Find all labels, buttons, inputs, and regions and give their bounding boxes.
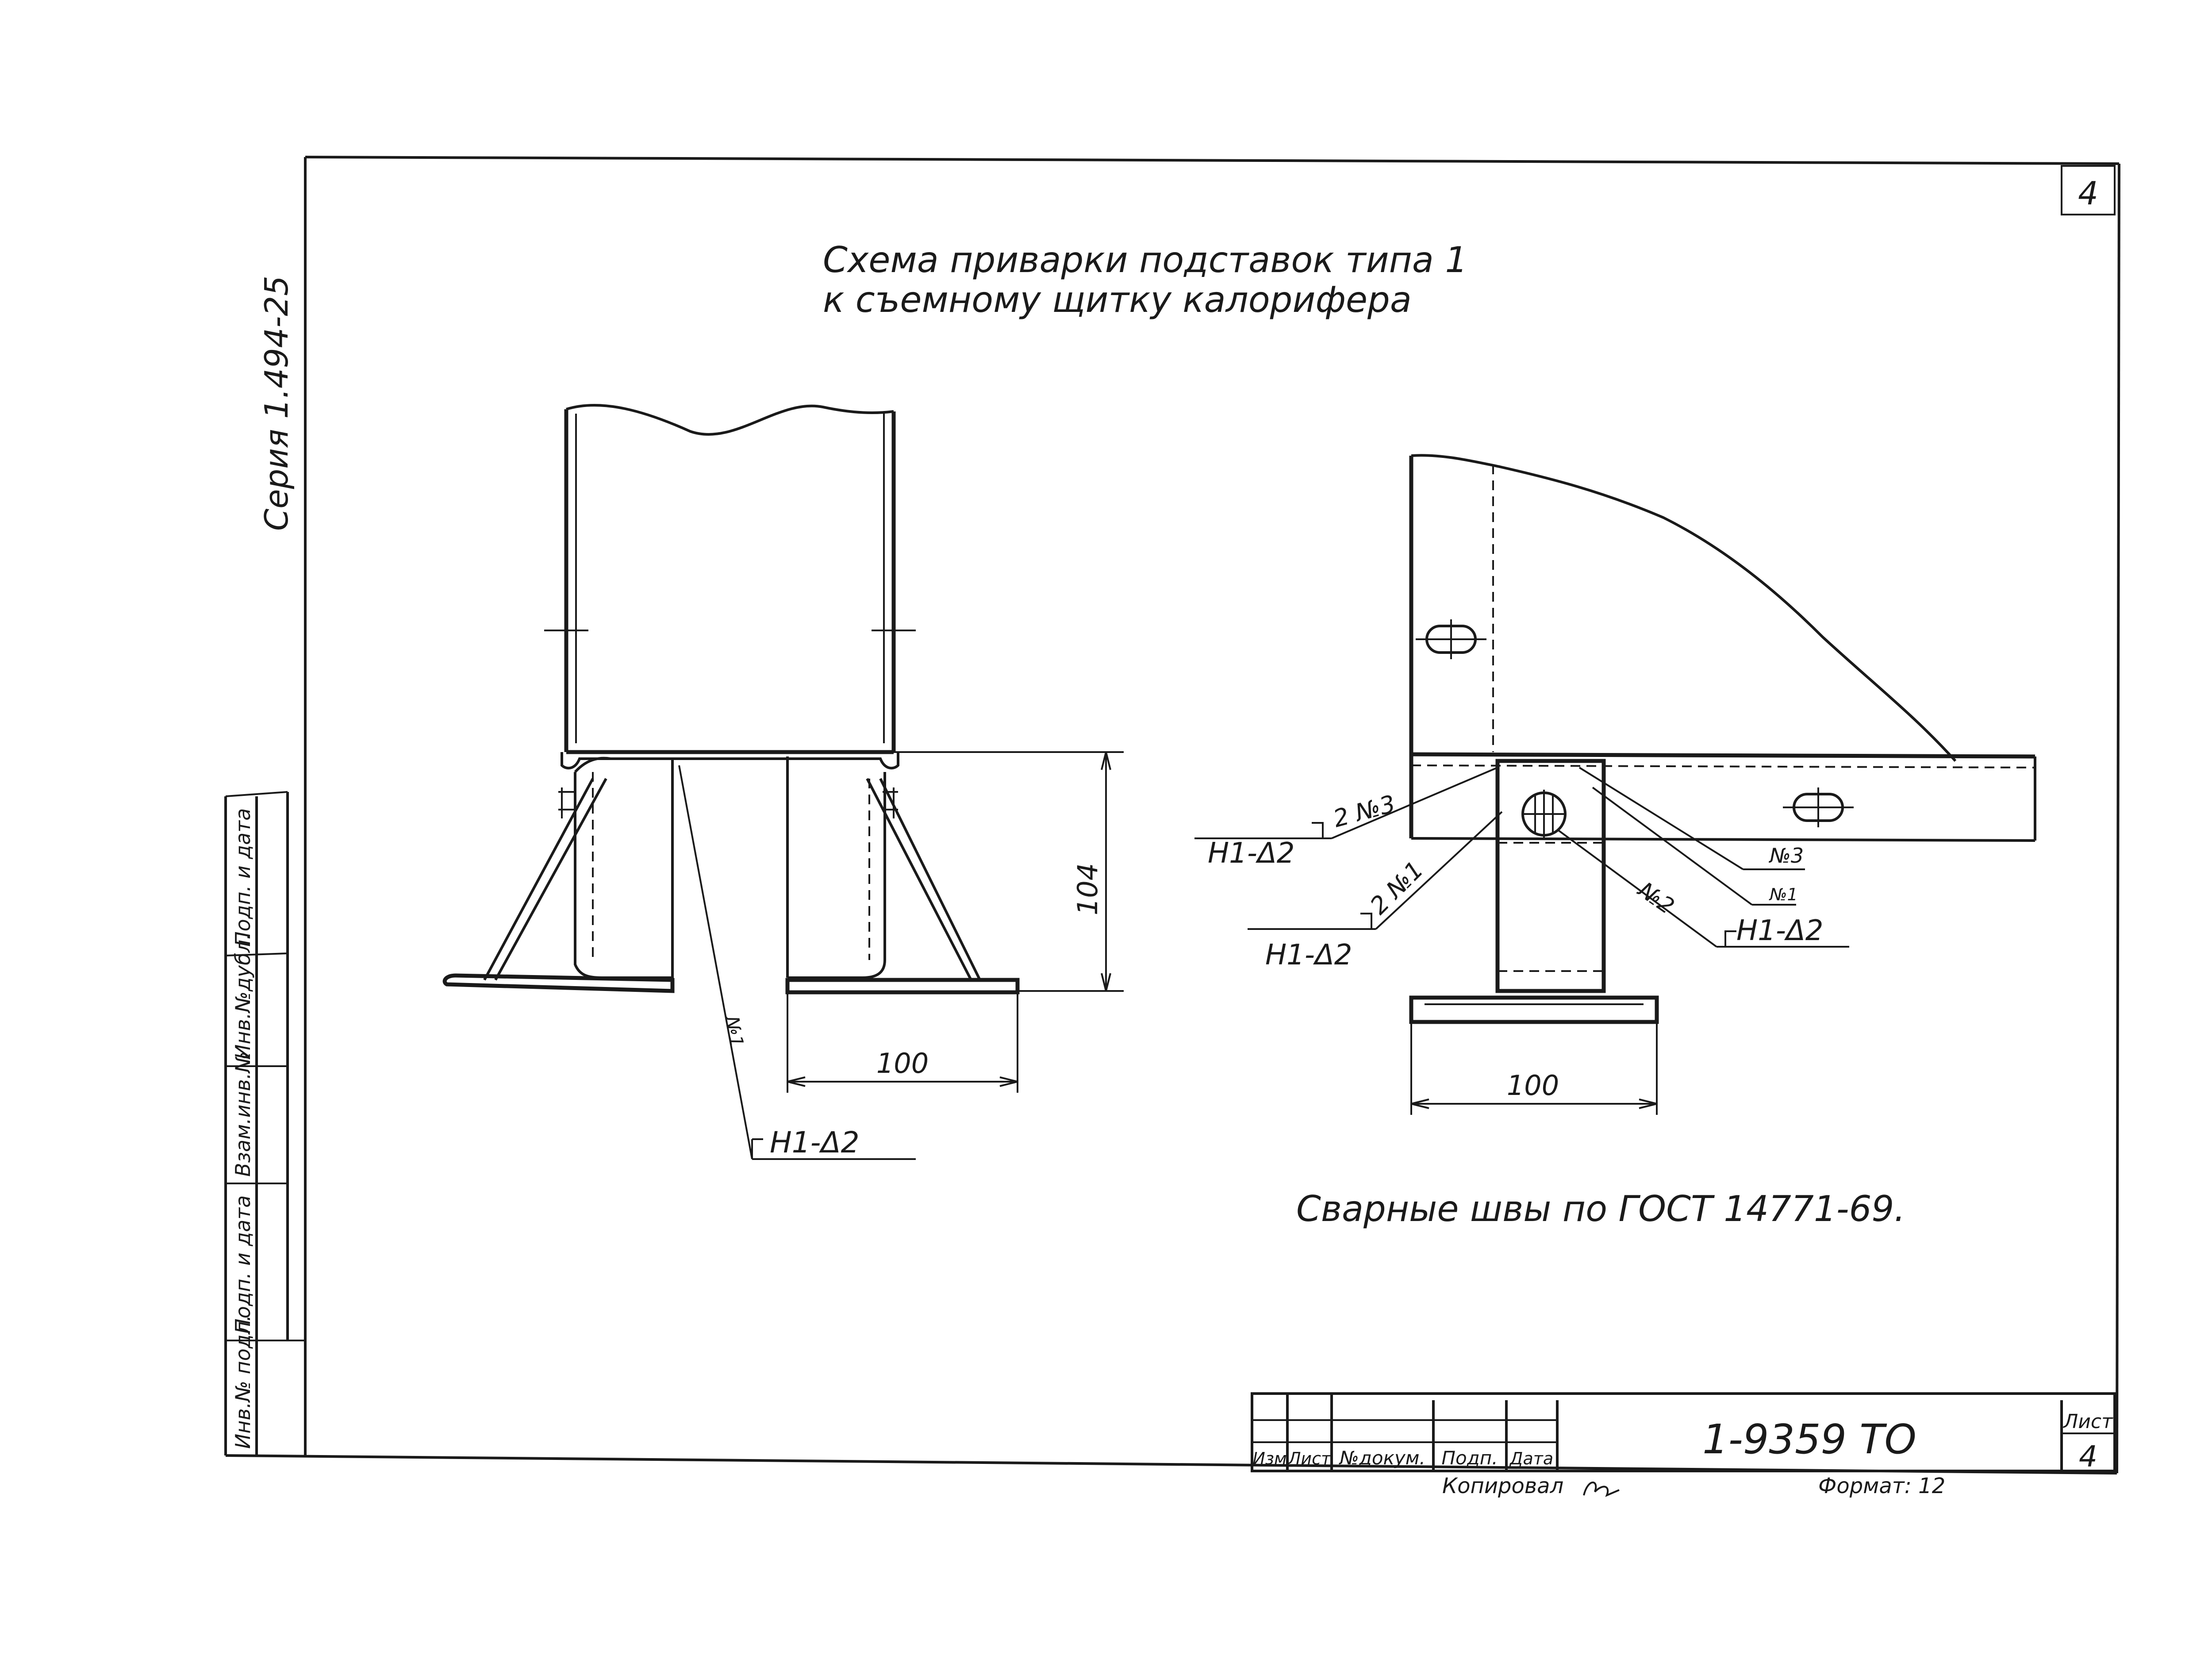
drawing-title-line1: Схема приварки подставок типа 1 xyxy=(823,239,1467,280)
right-weld-bottom-code: Н1-Δ2 xyxy=(1265,939,1352,972)
copier-signature-mark xyxy=(1583,1481,1620,1497)
left-weld-code: Н1-Δ2 xyxy=(770,1125,860,1160)
footer-copied-by: Копировал xyxy=(1442,1474,1563,1498)
right-weld-n1: №1 xyxy=(1769,885,1798,904)
right-weld-code: Н1-Δ2 xyxy=(1736,914,1823,947)
tb-list-value: 4 xyxy=(2079,1440,2097,1474)
strip-cell-orig-inv: Инв.№ подл. xyxy=(231,1315,255,1449)
right-weld-top-code: Н1-Δ2 xyxy=(1208,837,1294,870)
drawing-title-line2: к съемному щитку калорифера xyxy=(823,279,1412,320)
series-label: Серия 1.494-25 xyxy=(258,276,295,531)
tb-doc-code: 1-9359 ТО xyxy=(1702,1416,1916,1463)
tb-list-label: Лист xyxy=(2062,1410,2113,1433)
sheet-frame xyxy=(225,156,2120,1475)
tb-col-list: Лист xyxy=(1287,1449,1332,1468)
sheet-number-corner: 4 xyxy=(2078,175,2098,212)
left-dim-height: 104 xyxy=(1071,863,1104,915)
tb-col-podp: Подп. xyxy=(1441,1447,1498,1469)
right-view-drawing xyxy=(1194,454,2036,1115)
tb-col-data: Дата xyxy=(1509,1449,1553,1468)
right-dim-width: 100 xyxy=(1507,1069,1559,1102)
left-dim-width: 100 xyxy=(876,1047,929,1079)
left-admin-strip xyxy=(224,791,305,1455)
strip-cell-sign-date-1: Подп. и дата xyxy=(231,808,255,947)
weld-standard-note: Сварные швы по ГОСТ 14771-69. xyxy=(1296,1188,1905,1229)
tb-col-izm: Изм xyxy=(1252,1449,1286,1468)
left-weld-number: №1 xyxy=(721,1014,748,1049)
title-block xyxy=(1251,1392,2116,1472)
left-view-drawing xyxy=(442,404,1124,1160)
strip-cell-sign-date-2: Подп. и дата xyxy=(231,1195,255,1334)
right-weld-n2: №2 xyxy=(1633,876,1679,919)
strip-cell-replace-inv: Взам.инв.№ xyxy=(231,1052,255,1177)
right-weld-n3: №3 xyxy=(1768,844,1804,868)
tb-col-doc: №докум. xyxy=(1339,1447,1425,1469)
footer-format: Формат: 12 xyxy=(1818,1474,1945,1498)
strip-cell-dup-inv: Инв.№дубл. xyxy=(231,933,255,1060)
right-weld-top-mark: 2 №3 xyxy=(1330,790,1398,833)
